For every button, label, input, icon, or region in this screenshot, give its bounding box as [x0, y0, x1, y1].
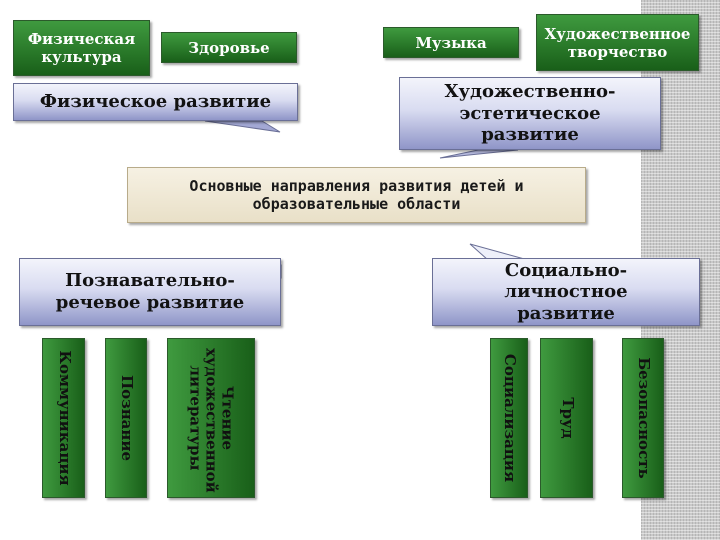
area-socialization: Социализация — [490, 338, 528, 498]
area-labor-label: Труд — [558, 397, 577, 439]
area-communication: Коммуникация — [42, 338, 85, 498]
area-artistic-creativity: Художественное творчество — [536, 14, 699, 71]
area-labor: Труд — [540, 338, 593, 498]
direction-cognitive-speech-development: Познавательно-речевое развитие — [19, 258, 281, 326]
area-artistic-creativity-label: Художественное творчество — [544, 24, 691, 61]
main-directions-title-text: Основные направления развития детей и об… — [189, 177, 524, 213]
area-cognition: Познание — [105, 338, 147, 498]
area-physical-culture-label: Физическая культура — [27, 30, 136, 66]
direction-physical-development: Физическое развитие — [13, 83, 298, 121]
main-directions-title: Основные направления развития детей и об… — [127, 167, 586, 223]
area-communication-label: Коммуникация — [55, 350, 74, 486]
area-music: Музыка — [383, 27, 519, 58]
area-fiction-reading: Чтение художественной литературы — [167, 338, 255, 498]
direction-artistic-aesthetic-development: Художественно-эстетическое развитие — [399, 77, 661, 150]
area-music-label: Музыка — [415, 33, 487, 52]
area-safety-label: Безопасность — [634, 357, 653, 479]
area-socialization-label: Социализация — [500, 353, 519, 483]
callout-tail-physical — [204, 120, 281, 133]
area-health: Здоровье — [161, 32, 297, 63]
direction-physical-development-label: Физическое развитие — [39, 91, 272, 113]
direction-social-personal-development: Социально-личностное развитие — [432, 258, 700, 326]
direction-artistic-aesthetic-development-label: Художественно-эстетическое развитие — [444, 81, 616, 146]
direction-cognitive-speech-development-label: Познавательно-речевое развитие — [55, 270, 245, 313]
area-physical-culture: Физическая культура — [13, 20, 150, 76]
area-health-label: Здоровье — [188, 38, 270, 57]
area-cognition-label: Познание — [117, 374, 136, 462]
area-fiction-reading-label: Чтение художественной литературы — [187, 348, 237, 493]
callout-tail-aesthetic — [439, 149, 519, 159]
direction-social-personal-development-label: Социально-личностное развитие — [504, 259, 628, 324]
area-safety: Безопасность — [622, 338, 664, 498]
